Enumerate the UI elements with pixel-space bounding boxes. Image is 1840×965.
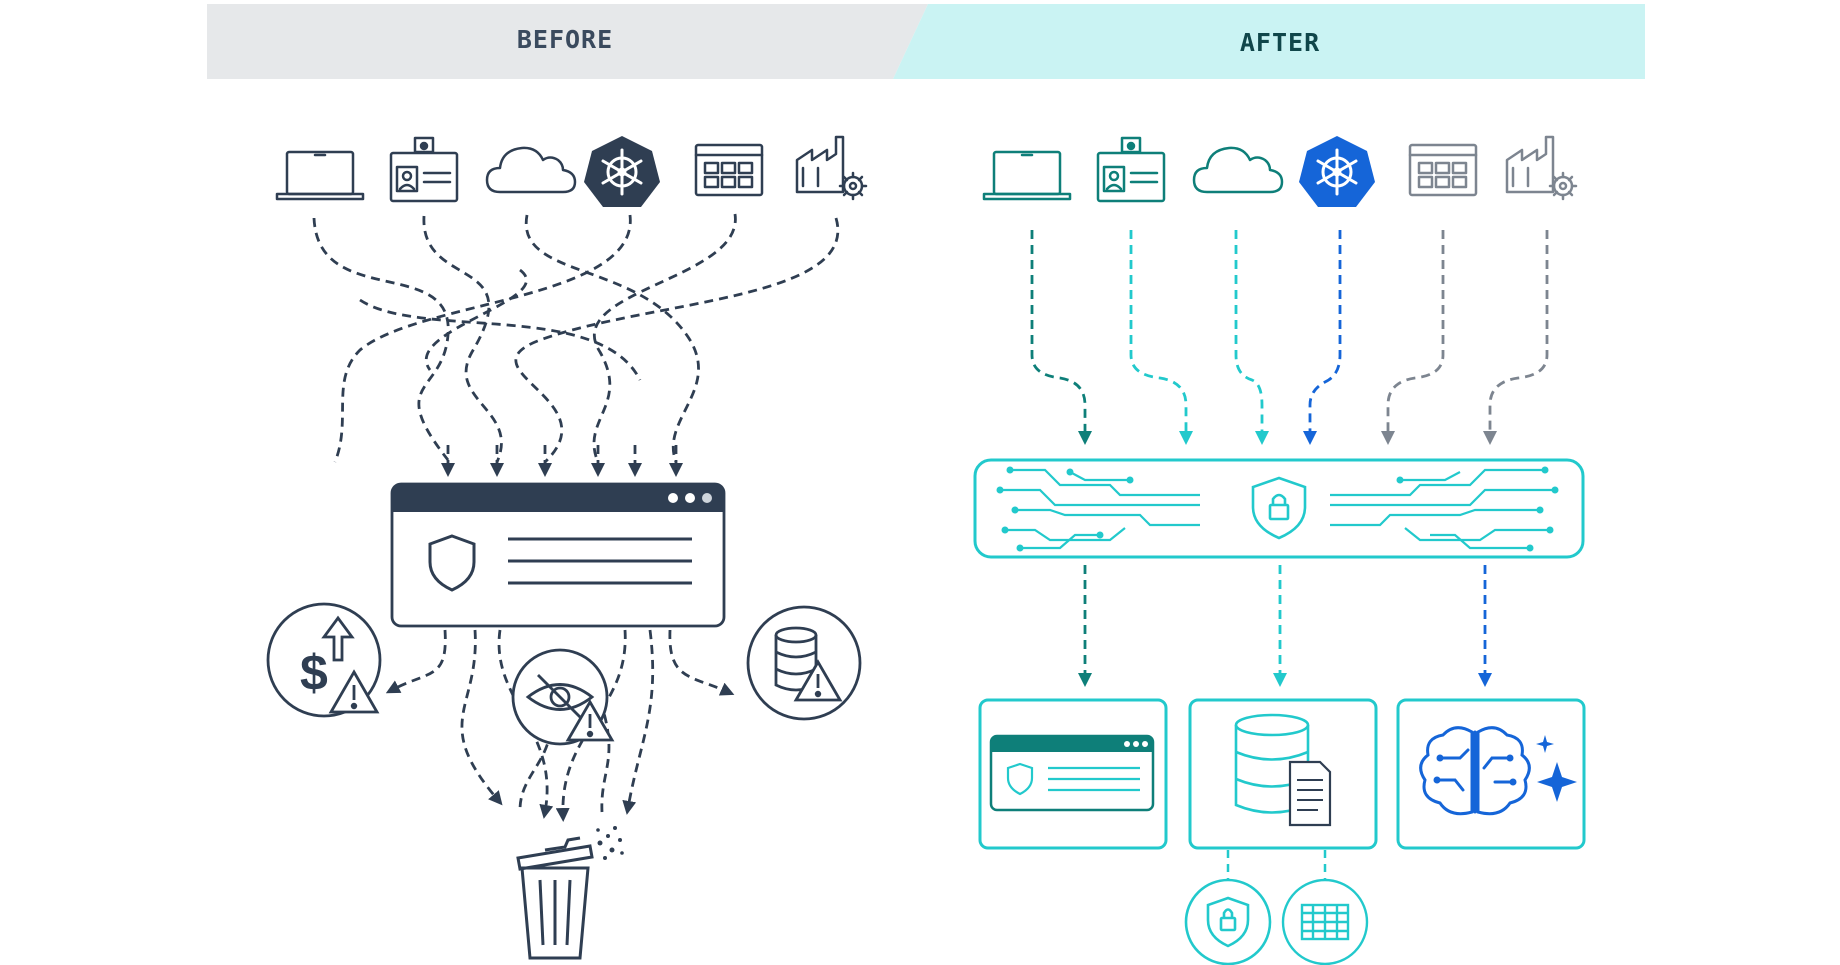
- shield-icon: [1006, 762, 1034, 796]
- laptop-icon: [982, 150, 1072, 201]
- before-tangled-flows: [312, 213, 840, 464]
- shield-icon: [428, 534, 476, 592]
- kubernetes-icon: [584, 136, 660, 207]
- database-warning-icon: [746, 605, 862, 721]
- factory-gear-icon: [1505, 135, 1578, 201]
- before-sources: [275, 135, 868, 207]
- after-output-flows: [1078, 565, 1492, 687]
- cost-increase-warning-icon: $: [266, 602, 382, 718]
- before-hub-arrows: [441, 445, 683, 477]
- laptop-icon: [275, 150, 365, 201]
- trash-can-icon: [516, 826, 624, 960]
- cloud-icon: [1192, 146, 1284, 194]
- after-header-label: AFTER: [1240, 28, 1320, 57]
- circuit-nodes: [996, 466, 1559, 552]
- cloud-icon: [485, 146, 577, 194]
- factory-gear-icon: [795, 135, 868, 201]
- data-storage-icon: [1188, 698, 1378, 850]
- app-grid-icon: [694, 143, 764, 197]
- secure-lock-icon: [1184, 878, 1272, 965]
- circuit-traces: [1000, 468, 1555, 550]
- security-tool-window: [390, 482, 726, 628]
- id-badge-icon: [389, 136, 459, 203]
- after-sub-flows: [1226, 850, 1327, 880]
- kubernetes-icon: [1299, 136, 1375, 207]
- app-grid-icon: [1408, 143, 1478, 197]
- secure-data-pipeline: [973, 458, 1585, 559]
- ai-brain-icon: [1396, 698, 1586, 850]
- data-table-icon: [1281, 878, 1369, 965]
- security-tool-window: [978, 698, 1168, 850]
- before-header-bg: [207, 4, 928, 79]
- visibility-loss-warning-icon: [511, 648, 615, 746]
- after-source-flows: [1030, 230, 1549, 445]
- header-band: BEFORE AFTER: [207, 4, 1645, 79]
- after-sources: [982, 135, 1578, 207]
- lock-shield-icon: [1251, 476, 1307, 540]
- svg-text:$: $: [300, 645, 328, 701]
- before-header-label: BEFORE: [517, 25, 613, 54]
- after-header-bg: [893, 4, 1645, 79]
- id-badge-icon: [1096, 136, 1166, 203]
